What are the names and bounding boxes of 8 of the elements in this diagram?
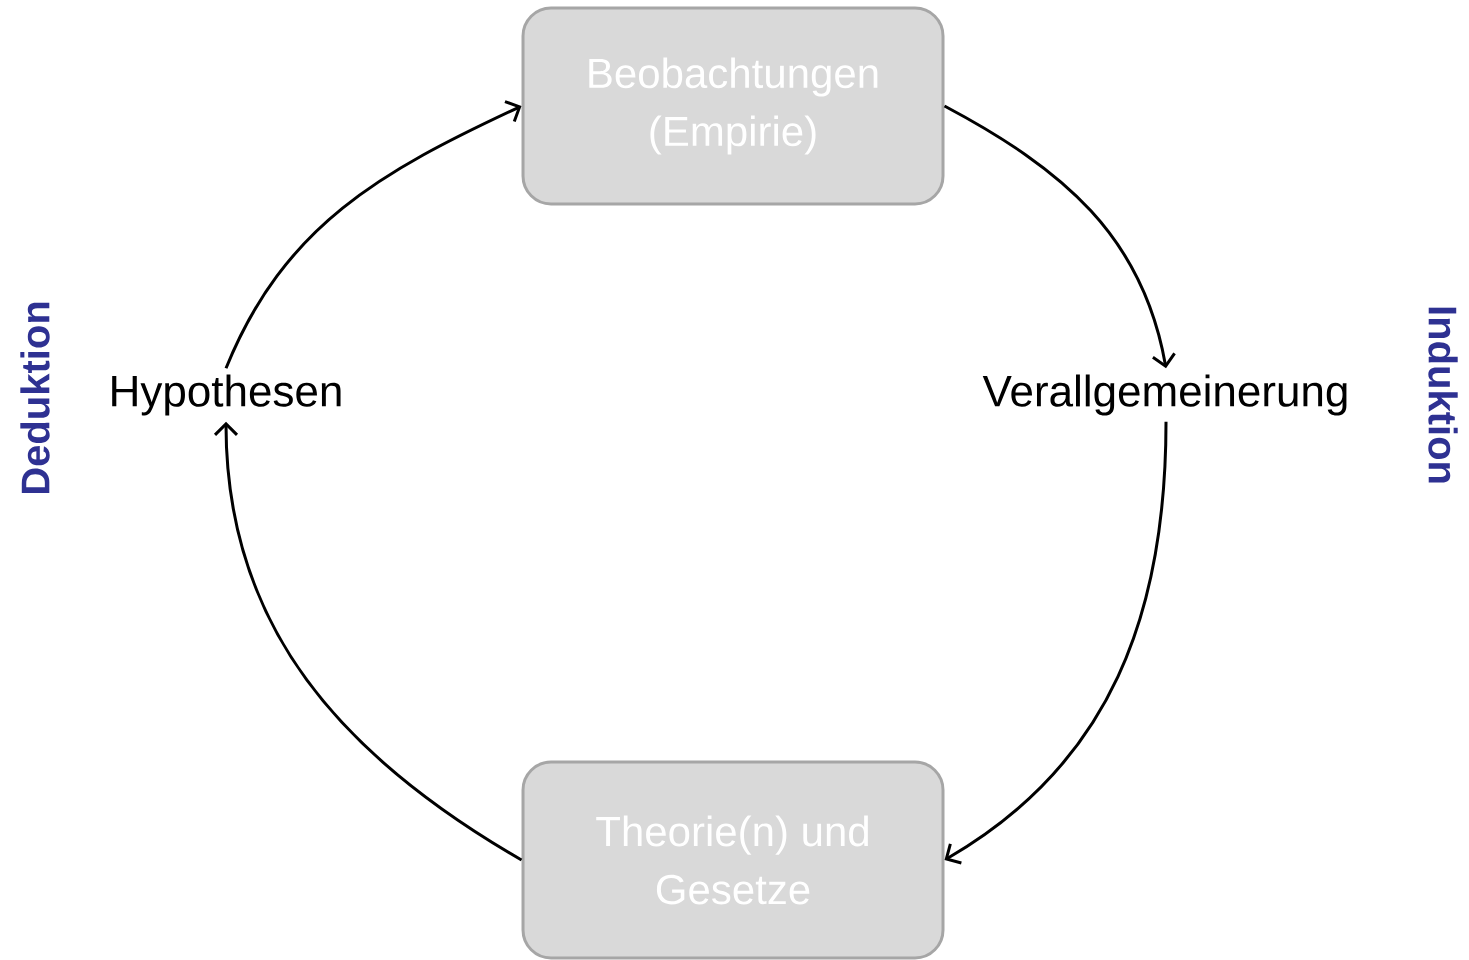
step-label: Hypothesen xyxy=(112,374,341,416)
side-label: Deduktion xyxy=(20,302,50,494)
arrow xyxy=(944,421,1168,865)
side-label: Induktion xyxy=(1428,307,1458,483)
arrow xyxy=(213,421,523,862)
arrow xyxy=(224,100,522,369)
step-label: Verallgemeinerung xyxy=(982,374,1347,416)
arrow xyxy=(943,104,1176,369)
